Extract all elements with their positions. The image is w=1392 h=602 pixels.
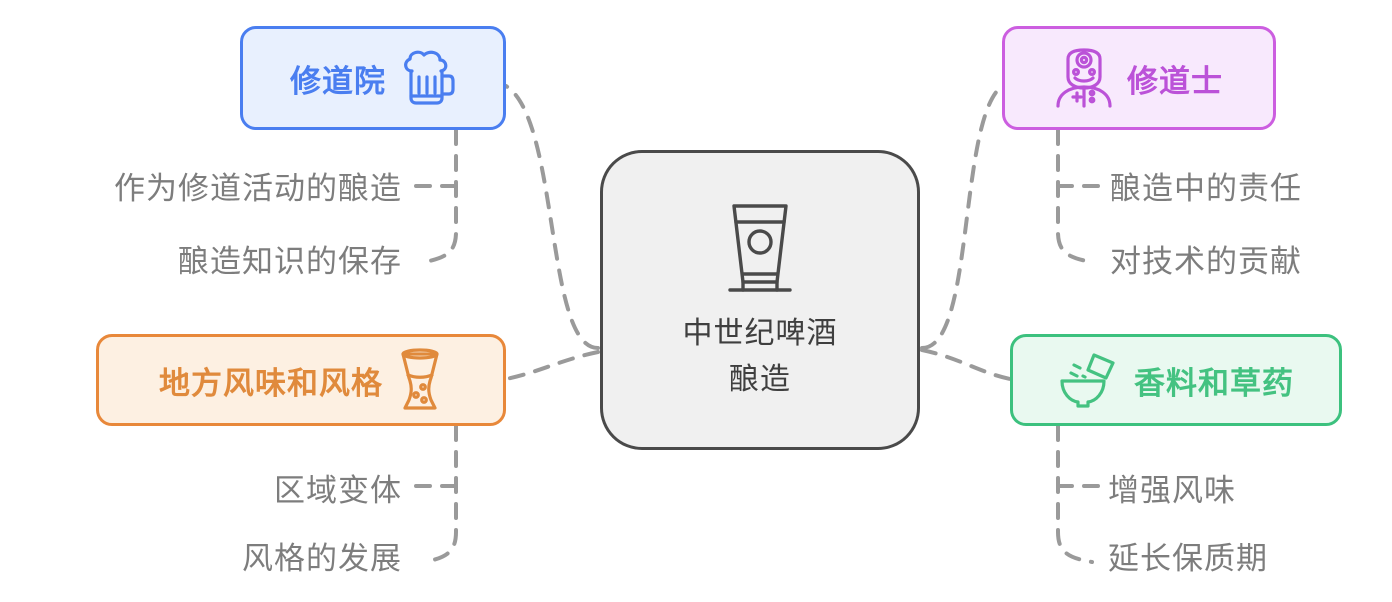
monk-person-icon — [1055, 47, 1113, 109]
leaf-monastery-1: 作为修道活动的酿造 — [114, 171, 402, 206]
link-flavors-trunk — [422, 424, 458, 564]
link-monastery-trunk — [422, 128, 458, 264]
branch-label-spices: 香料和草药 — [1134, 365, 1294, 401]
branch-node-spices[interactable]: 香料和草药 — [1010, 334, 1342, 426]
link-spices-trunk — [1056, 424, 1094, 564]
branch-label-monk: 修道士 — [1127, 63, 1223, 99]
tulip-beer-glass-icon — [397, 348, 443, 412]
link-center-spices — [920, 348, 1012, 381]
branch-node-flavors[interactable]: 地方风味和风格 — [96, 334, 506, 426]
link-center-monastery — [504, 84, 600, 350]
mortar-bowl-spice-icon — [1058, 351, 1120, 409]
beer-glass-icon — [724, 200, 796, 300]
center-title-line2: 酿造 — [729, 363, 791, 396]
leaf-monk-1: 酿造中的责任 — [1110, 171, 1302, 206]
leaf-flavors-2: 风格的发展 — [242, 541, 402, 576]
beer-mug-foam-icon — [400, 49, 456, 107]
branch-node-monastery[interactable]: 修道院 — [240, 26, 506, 130]
leaf-flavors-1: 区域变体 — [274, 473, 402, 508]
center-title-line1: 中世纪啤酒 — [682, 317, 838, 351]
link-center-flavors — [504, 350, 600, 381]
leaf-spices-1: 增强风味 — [1108, 473, 1236, 508]
leaf-monastery-2: 酿造知识的保存 — [178, 244, 402, 279]
center-node[interactable]: 中世纪啤酒 酿造 — [600, 150, 920, 450]
leaf-spices-2: 延长保质期 — [1108, 541, 1268, 576]
link-center-monk — [920, 84, 1004, 350]
branch-label-monastery: 修道院 — [290, 63, 386, 99]
branch-label-flavors: 地方风味和风格 — [159, 365, 383, 401]
branch-node-monk[interactable]: 修道士 — [1002, 26, 1276, 130]
leaf-monk-2: 对技术的贡献 — [1110, 244, 1302, 279]
link-monk-trunk — [1056, 128, 1094, 264]
